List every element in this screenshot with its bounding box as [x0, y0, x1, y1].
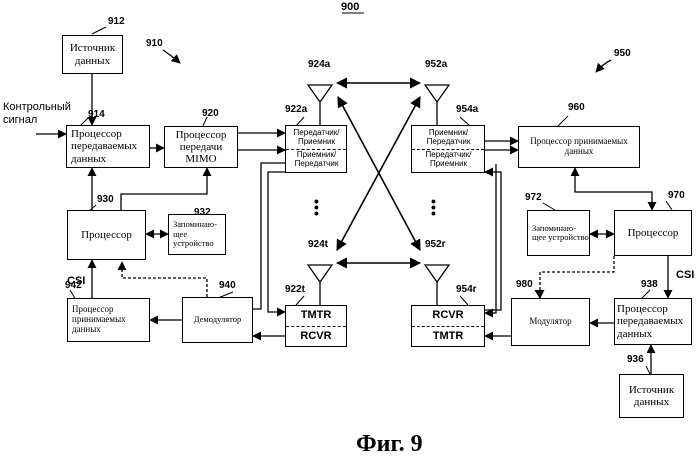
right-tx-data-processor-block: Процессор передаваемых данных	[614, 298, 692, 345]
right-transceiver-r-divider	[412, 326, 484, 327]
left-tx-data-processor-ref: 914	[88, 110, 105, 120]
left-transceiver-t-ref: 922t	[285, 285, 305, 295]
demodulator-ref: 940	[219, 281, 236, 291]
right-data-source-ref: 936	[627, 355, 644, 365]
left-rx-data-processor-block: Процессор принимаемых данных	[67, 298, 150, 342]
left-processor-ref: 930	[97, 195, 114, 205]
left-data-source-ref: 912	[108, 17, 125, 27]
figure-number: 900	[341, 2, 359, 13]
tx-mimo-processor-ref: 920	[202, 109, 219, 119]
left-tx-data-processor-block: Процессор передаваемых данных	[66, 125, 150, 168]
right-transceiver-a-ref: 954a	[456, 105, 478, 115]
right-antenna-r-ref: 952r	[425, 240, 446, 250]
figure-caption: Фиг. 9	[356, 431, 423, 459]
right-rx-data-processor-block: Процессор принимаемых данных	[518, 126, 640, 168]
demodulator-label: Демодулятор	[194, 315, 242, 324]
right-ellipsis: • • •	[431, 198, 436, 216]
right-rx-data-processor-ref: 960	[568, 103, 585, 113]
right-transceiver-r-top: RCVR	[412, 309, 484, 321]
right-transceiver-r-ref: 954r	[456, 285, 477, 295]
right-processor-ref: 970	[668, 191, 685, 201]
left-memory-label: Запоминаю-щее устройство	[173, 220, 225, 248]
right-processor-block: Процессор	[614, 210, 692, 256]
control-signal-label: Контрольный сигнал	[3, 101, 55, 126]
tx-mimo-processor-block: Процессор передачи MIMO	[164, 126, 238, 168]
demodulator-block: Демодулятор	[182, 297, 253, 343]
left-rx-data-processor-ref: 942	[65, 281, 82, 291]
left-processor-label: Процессор	[81, 229, 132, 241]
right-transceiver-a-block: Приемник/ Передатчик Передатчик/ Приемни…	[411, 125, 485, 173]
left-transceiver-t-bottom: RCVR	[286, 330, 346, 342]
left-transceiver-a-bottom: Приемник/ Передатчик	[289, 151, 344, 169]
right-transceiver-r-bottom: TMTR	[412, 330, 484, 342]
right-transceiver-a-bottom: Передатчик/ Приемник	[415, 151, 482, 169]
right-memory-label: Запоминаю-щее устройство	[532, 224, 589, 243]
left-transceiver-a-top: Передатчик/ Приемник	[289, 129, 344, 147]
left-tx-data-processor-label: Процессор передаваемых данных	[71, 128, 149, 164]
left-memory-block: Запоминаю-щее устройство	[168, 214, 226, 255]
right-transceiver-r-block: RCVR TMTR	[411, 305, 485, 347]
left-ellipsis: • • •	[314, 198, 319, 216]
left-data-source-block: Источник данных	[62, 35, 123, 74]
right-data-source-label: Источник данных	[620, 384, 683, 408]
modulator-label: Модулятор	[529, 317, 571, 327]
right-system-ref: 950	[614, 49, 631, 59]
left-transceiver-a-ref: 922a	[285, 105, 307, 115]
right-tx-data-processor-label: Процессор передаваемых данных	[617, 303, 691, 339]
left-transceiver-t-divider	[286, 326, 346, 327]
left-data-source-label: Источник данных	[63, 42, 122, 66]
right-processor-label: Процессор	[628, 227, 679, 239]
right-memory-ref: 972	[525, 193, 542, 203]
left-transceiver-t-top: TMTR	[286, 309, 346, 321]
modulator-ref: 980	[516, 280, 533, 290]
left-processor-block: Процессор	[67, 210, 146, 260]
right-tx-data-processor-ref: 938	[641, 280, 658, 290]
left-antenna-a-ref: 924a	[308, 60, 330, 70]
right-transceiver-a-top: Приемник/ Передатчик	[415, 129, 482, 147]
tx-mimo-processor-label: Процессор передачи MIMO	[165, 129, 237, 165]
right-antenna-a-ref: 952a	[425, 60, 447, 70]
right-data-source-block: Источник данных	[619, 374, 684, 418]
right-memory-block: Запоминаю-щее устройство	[527, 210, 590, 256]
right-rx-data-processor-label: Процессор принимаемых данных	[519, 137, 639, 157]
modulator-block: Модулятор	[511, 298, 590, 346]
left-system-ref: 910	[146, 39, 163, 49]
left-transceiver-t-block: TMTR RCVR	[285, 305, 347, 347]
left-transceiver-a-block: Передатчик/ Приемник Приемник/ Передатчи…	[285, 125, 347, 173]
right-csi-label: CSI	[676, 269, 694, 282]
left-antenna-t-ref: 924t	[308, 240, 328, 250]
left-rx-data-processor-label: Процессор принимаемых данных	[72, 305, 149, 335]
